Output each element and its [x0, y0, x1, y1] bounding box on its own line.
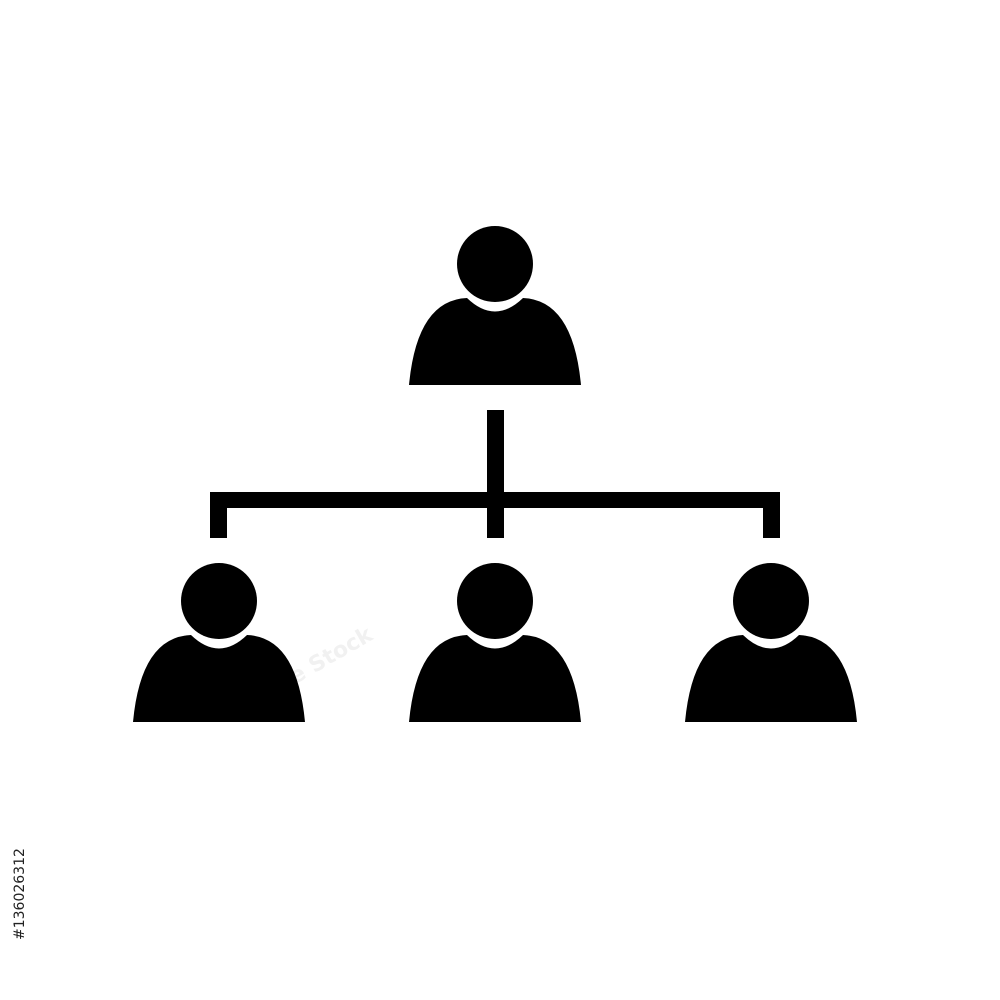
connector-trunk — [487, 410, 504, 538]
connectors — [210, 410, 780, 538]
person-icon — [409, 226, 581, 385]
stock-id: #136026312 — [12, 760, 28, 940]
connector-drop-left — [210, 492, 227, 538]
person-icon — [685, 563, 857, 722]
connector-drop-right — [763, 492, 780, 538]
stock-id-text: #136026312 — [12, 848, 28, 940]
connector-horizontal-bar — [210, 492, 780, 508]
person-icon — [409, 563, 581, 722]
person-icon — [133, 563, 305, 722]
